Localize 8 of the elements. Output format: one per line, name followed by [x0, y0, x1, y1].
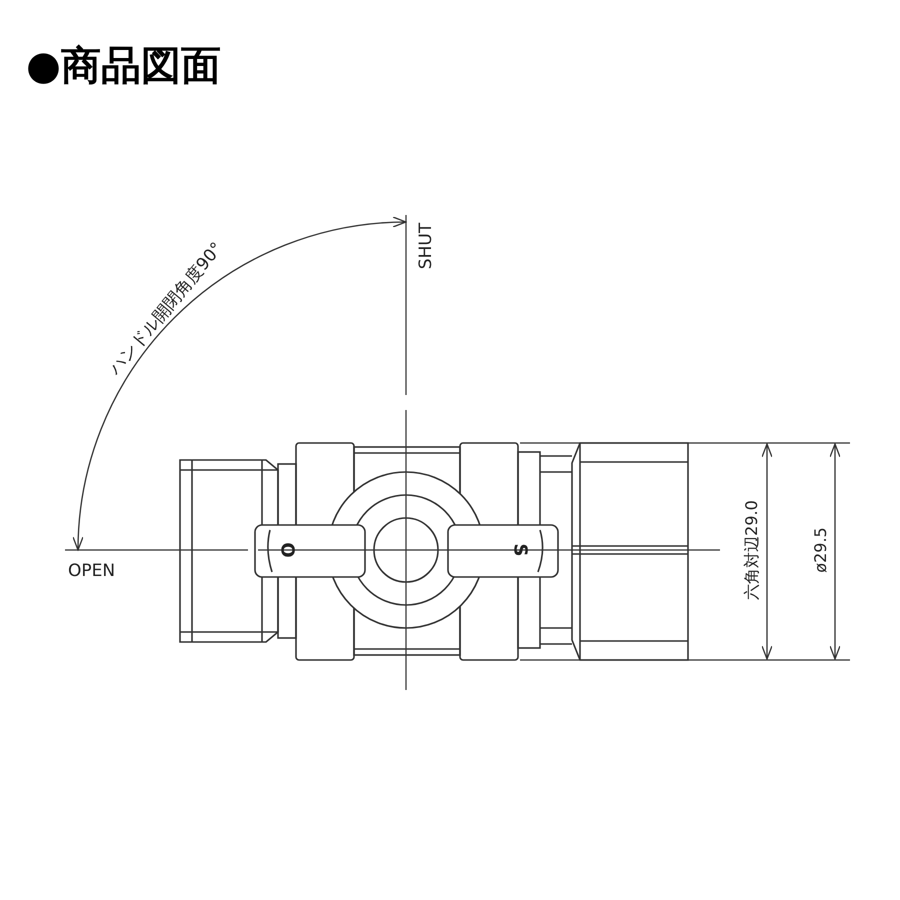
position-label: SHUT [416, 222, 436, 270]
dimension-label: 六角対辺29.0 [742, 500, 761, 600]
position-label: OPEN [68, 561, 116, 581]
rotation-angle-label: ハンドル開閉角度90° [105, 238, 228, 379]
dimension-label: ø29.5 [811, 527, 830, 573]
page-title: ●商品図面 [26, 42, 221, 91]
handle-mark: S [510, 544, 530, 556]
handle-mark: O [276, 542, 298, 558]
